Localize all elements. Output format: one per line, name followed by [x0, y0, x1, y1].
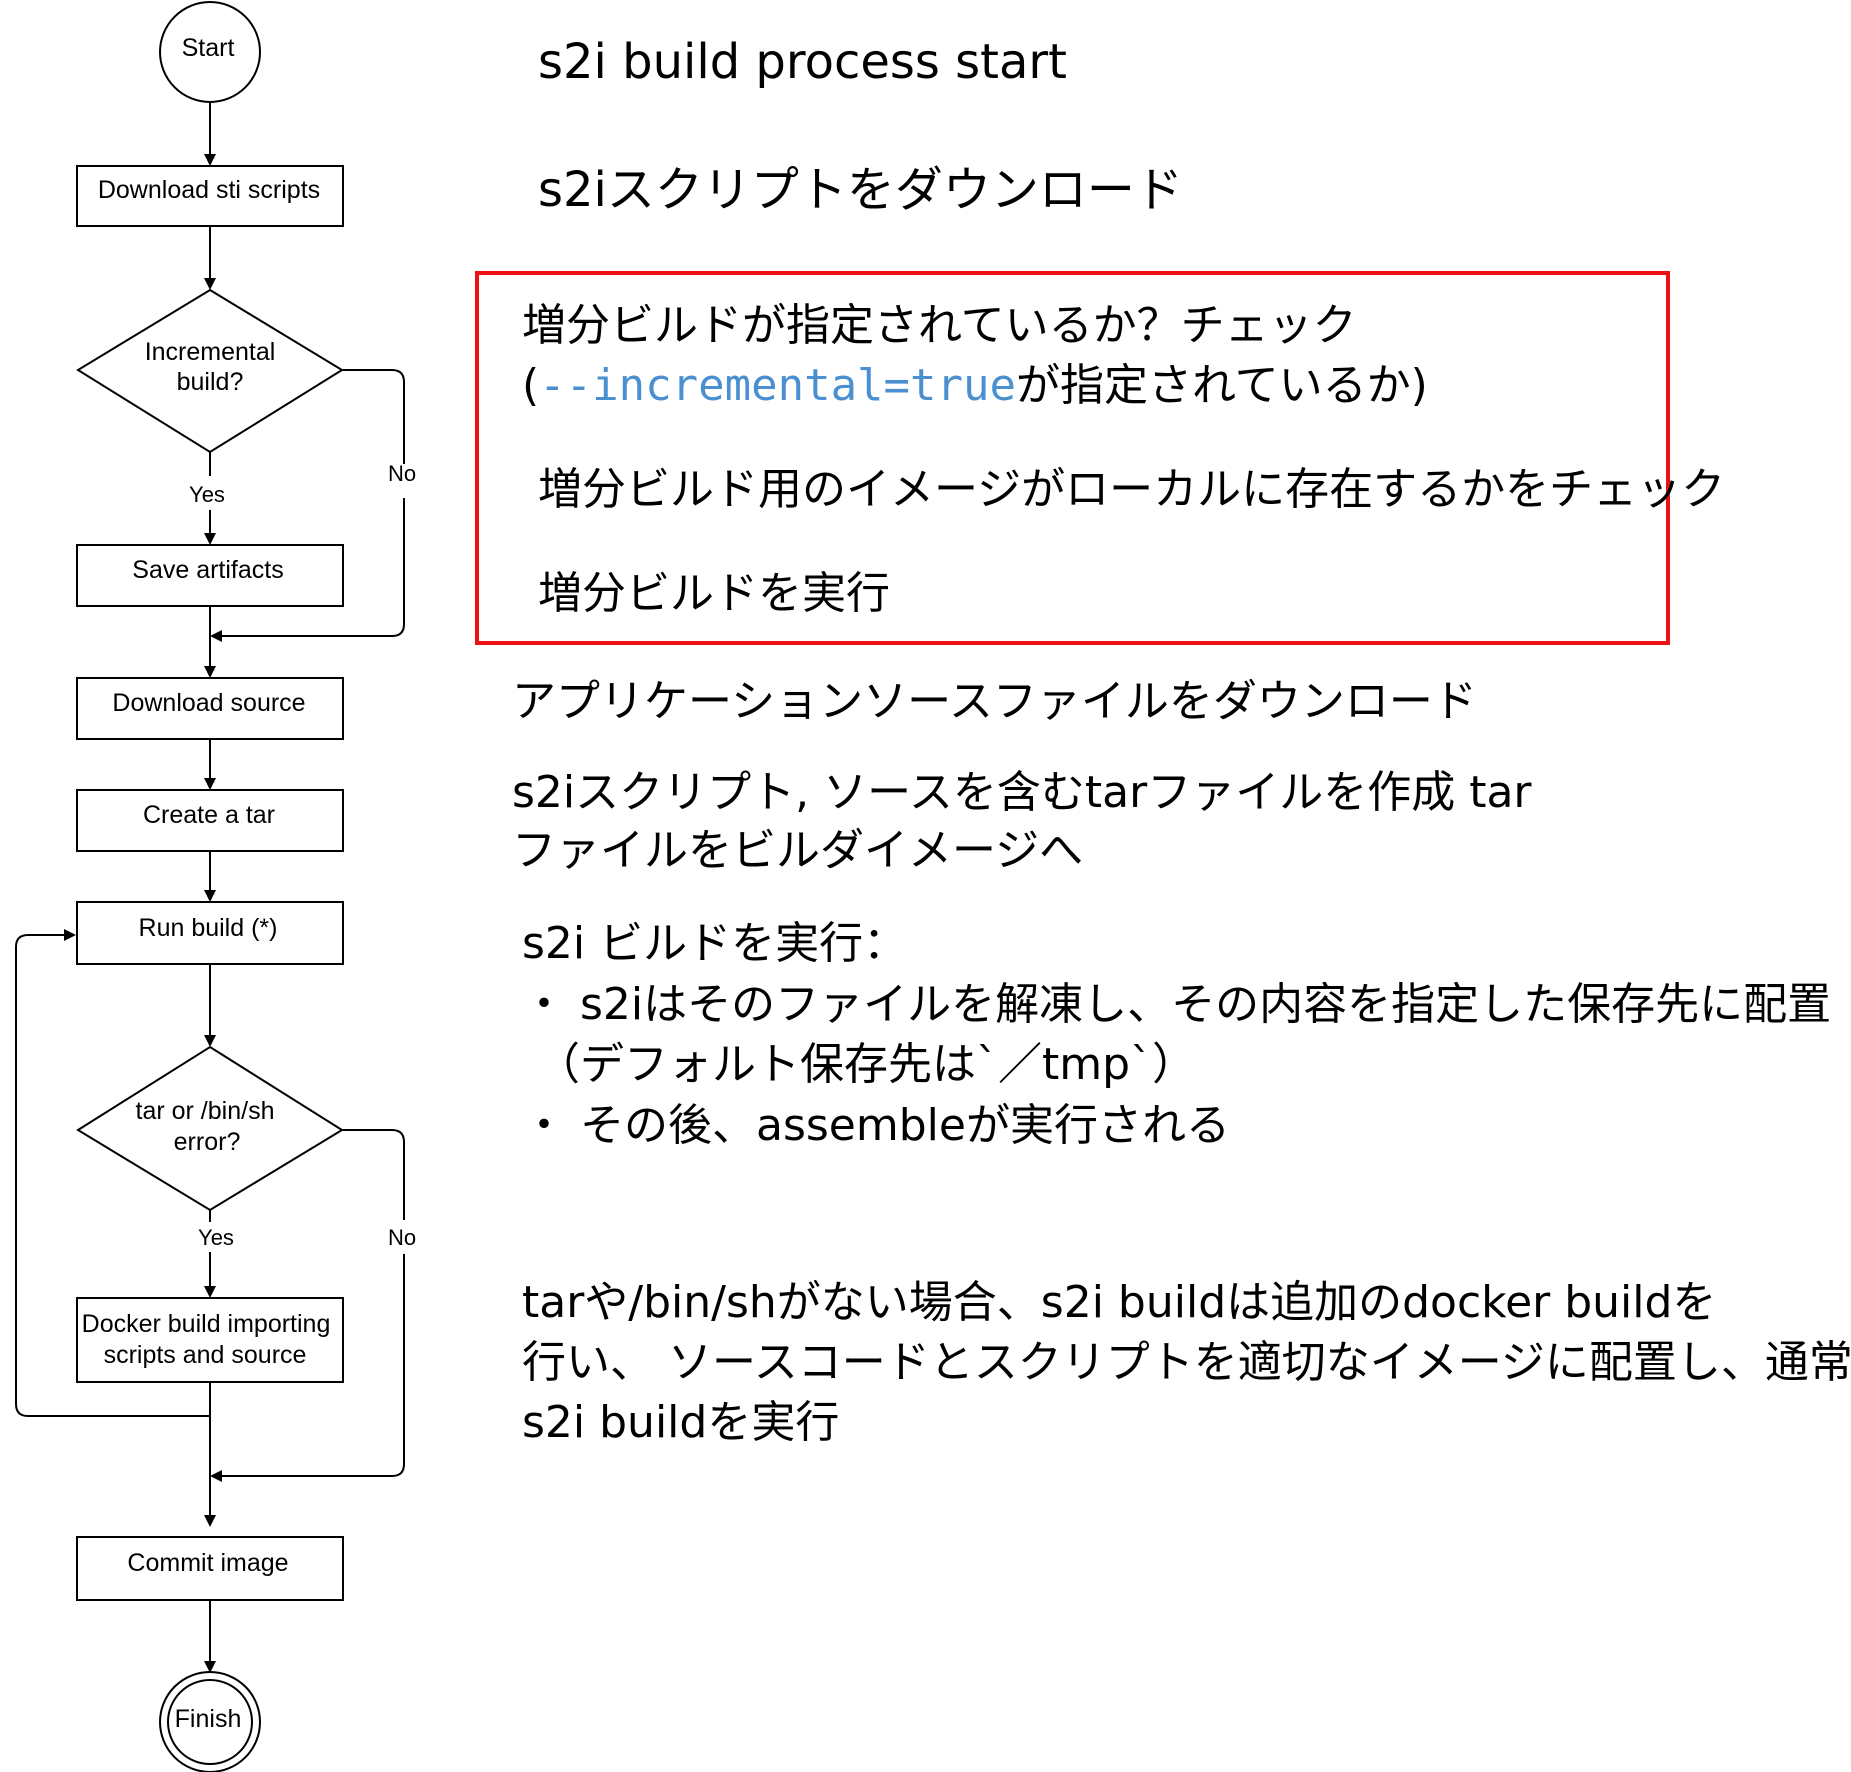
docker-build-label-line2: scripts and source	[104, 1341, 307, 1369]
desc-download-source: アプリケーションソースファイルをダウンロード	[512, 676, 1477, 727]
commit-image-node	[76, 1536, 344, 1601]
desc-incremental-check: 増分ビルドが指定されているか？チェック	[522, 300, 1357, 351]
download-scripts-label: Download sti scripts	[98, 176, 320, 204]
create-tar-node	[76, 789, 344, 852]
desc-start: s2i build process start	[538, 34, 1067, 90]
start-node	[159, 1, 261, 103]
desc-image-check: 増分ビルド用のイメージがローカルに存在するかをチェック	[538, 464, 1726, 515]
desc-run-build-line4: ・ その後、assembleが実行される	[522, 1100, 1230, 1151]
incremental-label-line1: Incremental	[145, 338, 276, 366]
flag-open-paren: (	[522, 360, 540, 411]
desc-fallback-line2: 行い、 ソースコードとスクリプトを適切なイメージに配置し、通常の	[522, 1337, 1851, 1388]
run-build-label: Run build (*)	[139, 914, 278, 942]
desc-create-tar-line2: ファイルをビルダイメージへ	[512, 825, 1084, 876]
line-error-no	[342, 1129, 405, 1220]
incremental-label-line2: build?	[177, 368, 244, 396]
incremental-flag-code: --incremental=true	[539, 360, 1016, 411]
save-artifacts-label: Save artifacts	[132, 556, 283, 584]
save-artifacts-node	[76, 544, 344, 607]
desc-fallback-line1: tarや/bin/shがない場合、s2i buildは追加のdocker bui…	[522, 1277, 1717, 1328]
download-scripts-node	[76, 165, 344, 227]
docker-build-label-line1: Docker build importing	[82, 1310, 331, 1338]
incremental-decision-node	[76, 288, 344, 454]
desc-run-build-line1: s2i ビルドを実行：	[522, 918, 908, 969]
desc-fallback-line3: s2i buildを実行	[522, 1397, 840, 1448]
error-yes-label: Yes	[198, 1225, 234, 1250]
desc-incremental-flag: (--incremental=trueが指定されているか)	[522, 356, 1428, 416]
desc-run-build-line2: ・ s2iはそのファイルを解凍し、その内容を指定した保存先に配置	[522, 979, 1832, 1030]
flowchart: Start Download sti scripts Incremental b…	[15, 1, 416, 1772]
incremental-yes-label: Yes	[189, 482, 225, 507]
error-label-line2: error?	[174, 1128, 241, 1156]
desc-download-scripts: s2iスクリプトをダウンロード	[538, 162, 1183, 218]
desc-run-build-line3: （デフォルト保存先は`／tmp`）	[536, 1039, 1197, 1090]
incremental-highlight-box	[475, 271, 1670, 645]
download-source-label: Download source	[112, 689, 305, 717]
download-source-node	[76, 677, 344, 740]
start-label: Start	[182, 34, 235, 62]
connectors	[15, 102, 405, 1673]
finish-node-inner	[167, 1679, 253, 1765]
flag-rest: が指定されているか)	[1016, 360, 1428, 411]
docker-build-node	[76, 1297, 344, 1383]
error-label-line1: tar or /bin/sh	[136, 1097, 275, 1125]
incremental-no-label: No	[388, 461, 416, 486]
arrow-no-merge	[210, 498, 405, 642]
arrow-no2-merge	[210, 1254, 405, 1482]
run-build-node	[76, 901, 344, 965]
error-no-label: No	[388, 1225, 416, 1250]
arrow-loop-back-to-run	[15, 929, 210, 1417]
commit-image-label: Commit image	[127, 1549, 288, 1577]
desc-run-incremental: 増分ビルドを実行	[538, 568, 890, 619]
create-tar-label: Create a tar	[143, 801, 275, 829]
finish-label: Finish	[175, 1705, 242, 1733]
line-incremental-no	[342, 369, 405, 464]
desc-create-tar-line1: s2iスクリプト, ソースを含むtarファイルを作成 tar	[512, 767, 1532, 818]
error-decision-node	[76, 1045, 344, 1212]
